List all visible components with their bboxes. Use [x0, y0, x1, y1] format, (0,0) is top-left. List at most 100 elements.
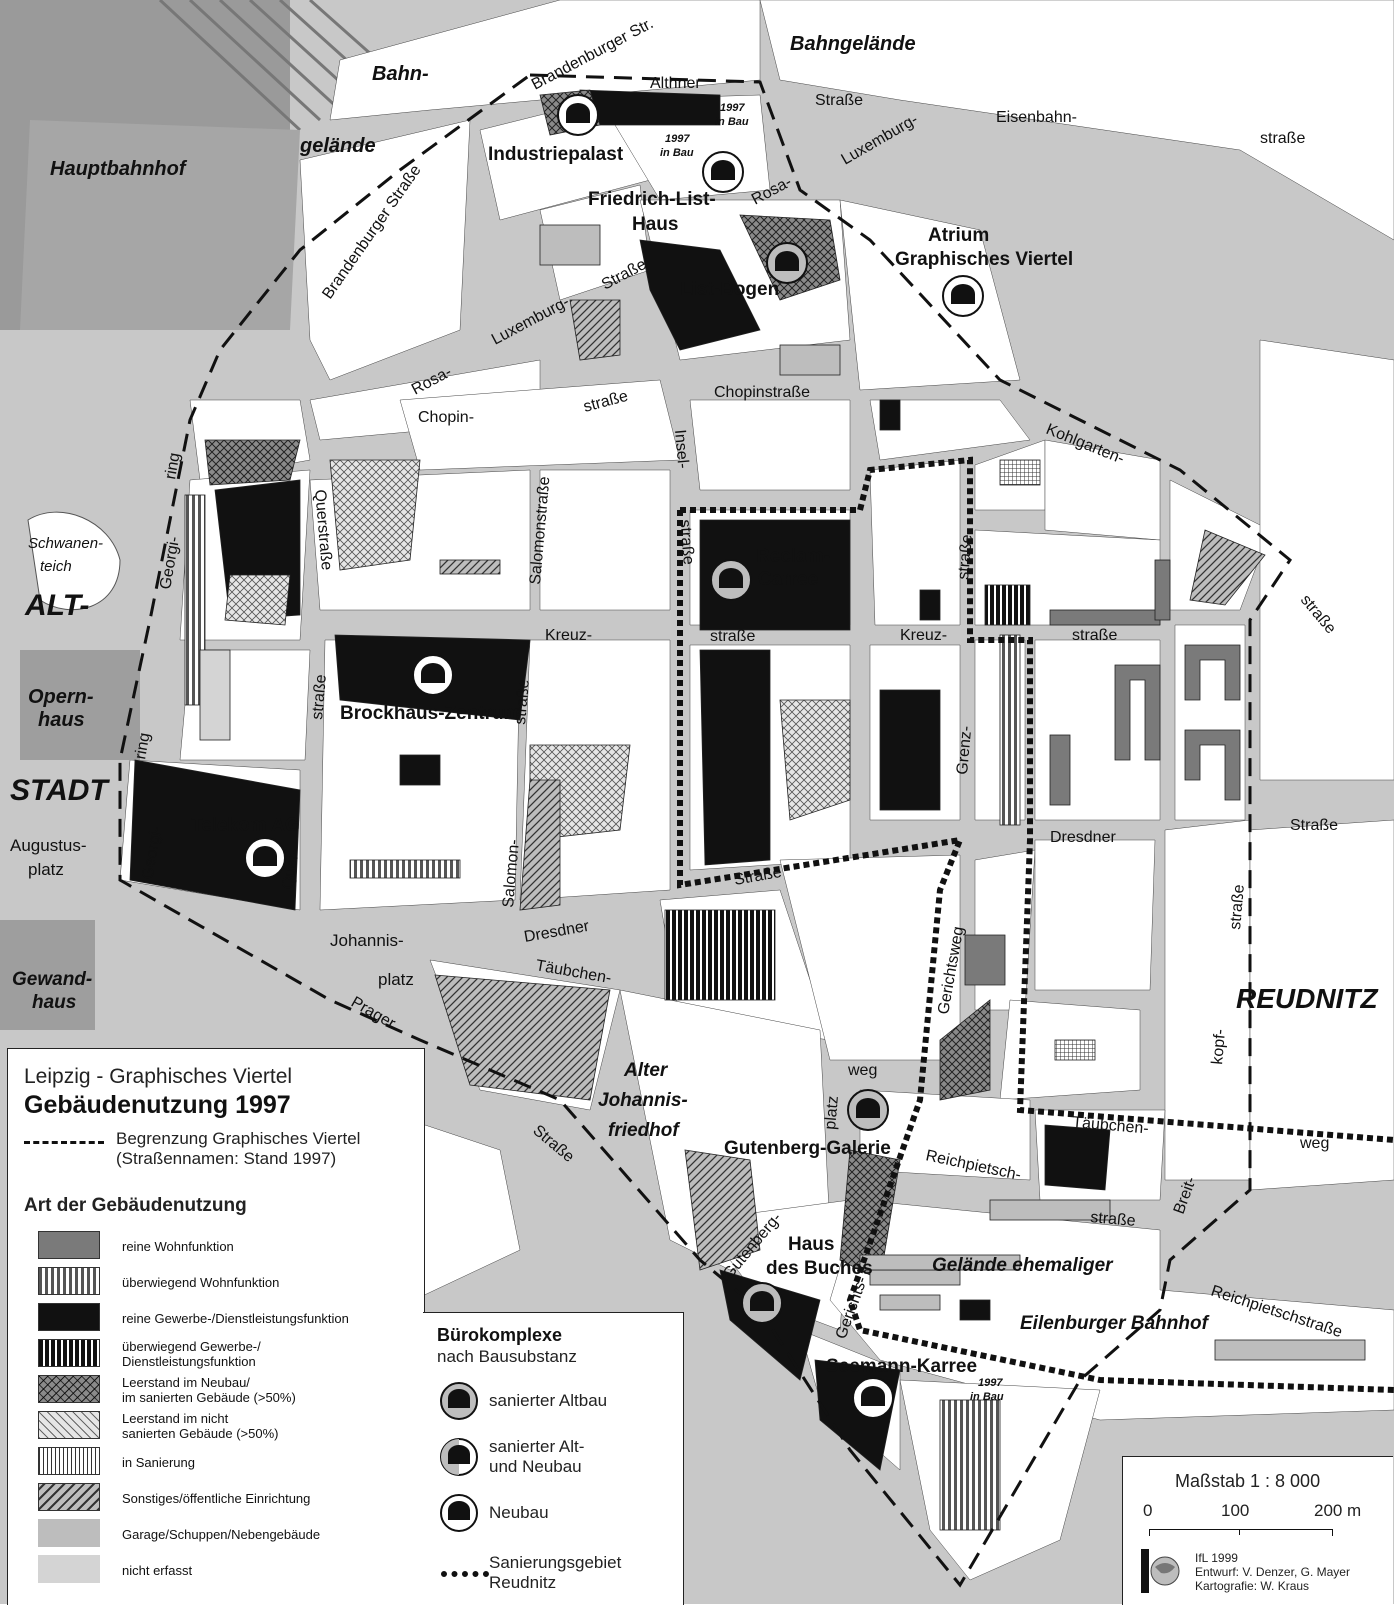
street-label: kopf- [1209, 1028, 1229, 1065]
office-neubau-icon [440, 1494, 478, 1532]
place-label: haus [32, 992, 76, 1013]
swatch-ueberwiegend-gewerbe [38, 1339, 100, 1367]
usage-heading: Art der Gebäudenutzung [24, 1195, 247, 1216]
swatch-nicht-erfasst [38, 1555, 100, 1583]
street-label: Insel- [671, 429, 691, 469]
scale-bar-mid-tick [1239, 1529, 1240, 1535]
complex-label: Reclam- [756, 546, 830, 567]
scale-unit: m [1347, 1501, 1362, 1520]
legend-item-label: reine Gewerbe-/Dienstleistungsfunktion [122, 1311, 349, 1326]
reudnitz-label: Sanierungsgebiet Reudnitz [489, 1553, 622, 1592]
street-label: Chopinstraße [714, 384, 810, 401]
place-label: Hauptbahnhof [50, 158, 188, 180]
office-alt-neubau-icon [440, 1438, 478, 1476]
office-markers [244, 94, 984, 1419]
complex-label: List-Bogen [680, 279, 779, 300]
legend-title: Leipzig - Graphisches Viertel [24, 1065, 293, 1088]
place-label: Alter [623, 1060, 669, 1081]
scale-tick-label: 100 [1221, 1501, 1250, 1520]
street-label: straße [676, 519, 697, 566]
office-item-label: Neubau [489, 1503, 549, 1522]
scale-label: Maßstab 1 : 8 000 [1175, 1471, 1321, 1491]
credits-line: Entwurf: V. Denzer, G. Mayer [1195, 1565, 1350, 1579]
office-legend-panel: Bürokomplexe nach Bausubstanz sanierter … [423, 1312, 684, 1605]
district-label: STADT [10, 774, 110, 807]
place-label: teich [40, 558, 72, 575]
legend-item-label: überwiegend Gewerbe-/ Dienstleistungsfun… [122, 1339, 261, 1369]
street-label: straße [1260, 130, 1305, 147]
swatch-garage [38, 1519, 100, 1547]
swatch-in-sanierung [38, 1447, 100, 1475]
reudnitz-dotted-icon [441, 1571, 489, 1577]
place-label: Eilenburger Bahnhof [1020, 1313, 1210, 1334]
legend-item-label: Leerstand im nicht sanierten Gebäude (>5… [122, 1411, 279, 1441]
legend-subtitle: Gebäudenutzung 1997 [24, 1091, 291, 1119]
street-label: straße [1072, 627, 1117, 644]
complex-label: Haus [788, 1234, 834, 1255]
legend-item-label: reine Wohnfunktion [122, 1239, 234, 1254]
place-label: haus [38, 709, 85, 731]
place-label: Augustus- [10, 836, 87, 855]
note-label: in Bau [660, 147, 694, 159]
scale-panel: Maßstab 1 : 8 000 0 100 200 m IfL 1999 E… [1122, 1456, 1393, 1605]
street-label: straße [710, 628, 755, 645]
place-label: Bahn- [372, 63, 429, 85]
swatch-reine-wohnfunktion [38, 1231, 100, 1259]
place-label: Gewand- [12, 969, 92, 990]
legend-item-label: in Sanierung [122, 1455, 195, 1470]
scale-tick-label: 200 [1314, 1501, 1343, 1520]
street-label: Quer- [279, 847, 303, 890]
note-label: 1997 [665, 133, 690, 145]
place-label: Opern- [28, 686, 94, 708]
street-label: ring [162, 451, 183, 480]
credits-line: Kartografie: W. Kraus [1195, 1579, 1310, 1593]
street-label: Salomon- [500, 839, 523, 909]
street-label: straße [1090, 1209, 1137, 1230]
legend-item-label: überwiegend Wohnfunktion [122, 1275, 280, 1290]
complex-label: des Buches [766, 1258, 873, 1279]
place-label: Schwanen- [28, 535, 103, 552]
place-label: Bahngelände [790, 33, 916, 55]
place-label: Johannis- [330, 931, 404, 950]
district-label: ALT- [24, 589, 89, 622]
street-label: Althner [650, 75, 701, 92]
scale-tick-label: 0 [1143, 1501, 1153, 1520]
buildings [129, 89, 1366, 1531]
street-label: Straße [1290, 817, 1338, 834]
street-label: straße [1227, 884, 1248, 931]
swatch-ueberwiegend-wohnfunktion [38, 1267, 100, 1295]
street-label: Kreuz- [545, 627, 592, 644]
place-label: platz [28, 860, 64, 879]
place-label: gelände [299, 135, 376, 157]
reudnitz-renewal-boundary [677, 456, 1394, 1393]
place-label: friedhof [608, 1120, 680, 1141]
street-label: straße [955, 534, 976, 581]
street-label: Querstraße [311, 489, 335, 571]
place-label: Gelände ehemaliger [932, 1255, 1114, 1276]
scale-bar [1149, 1529, 1333, 1536]
complex-label: Carree [758, 569, 818, 590]
street-label: Grenz- [954, 725, 975, 775]
credits-line: IfL 1999 [1195, 1551, 1238, 1565]
boundary-label: Begrenzung Graphisches Viertel [116, 1129, 361, 1148]
street-label: Straße [815, 92, 863, 109]
complex-label: Seemann-Karree [826, 1356, 977, 1377]
legend-panel: Leipzig - Graphisches Viertel Gebäudenut… [7, 1048, 425, 1605]
street-label: Chopin- [418, 409, 474, 426]
note-label: 1997 [720, 102, 745, 114]
street-label: weg [1299, 1135, 1329, 1152]
complex-label: Graphisches Viertel [895, 249, 1073, 270]
street-label: Eisenbahn- [996, 109, 1077, 126]
legend-item-label: Sonstiges/öffentliche Einrichtung [122, 1491, 311, 1506]
street-label: ring [132, 731, 153, 760]
complex-label: Industriepalast [488, 144, 624, 165]
office-altbau-icon [440, 1382, 478, 1420]
district-boundary [118, 73, 1293, 1588]
boundary-dash-icon [24, 1141, 104, 1144]
swatch-sonstiges [38, 1483, 100, 1511]
ifl-logo-icon [1141, 1549, 1185, 1593]
complex-label: Atrium [928, 225, 989, 246]
district-label: REUDNITZ [1236, 983, 1378, 1014]
street-label: weg [847, 1062, 877, 1079]
